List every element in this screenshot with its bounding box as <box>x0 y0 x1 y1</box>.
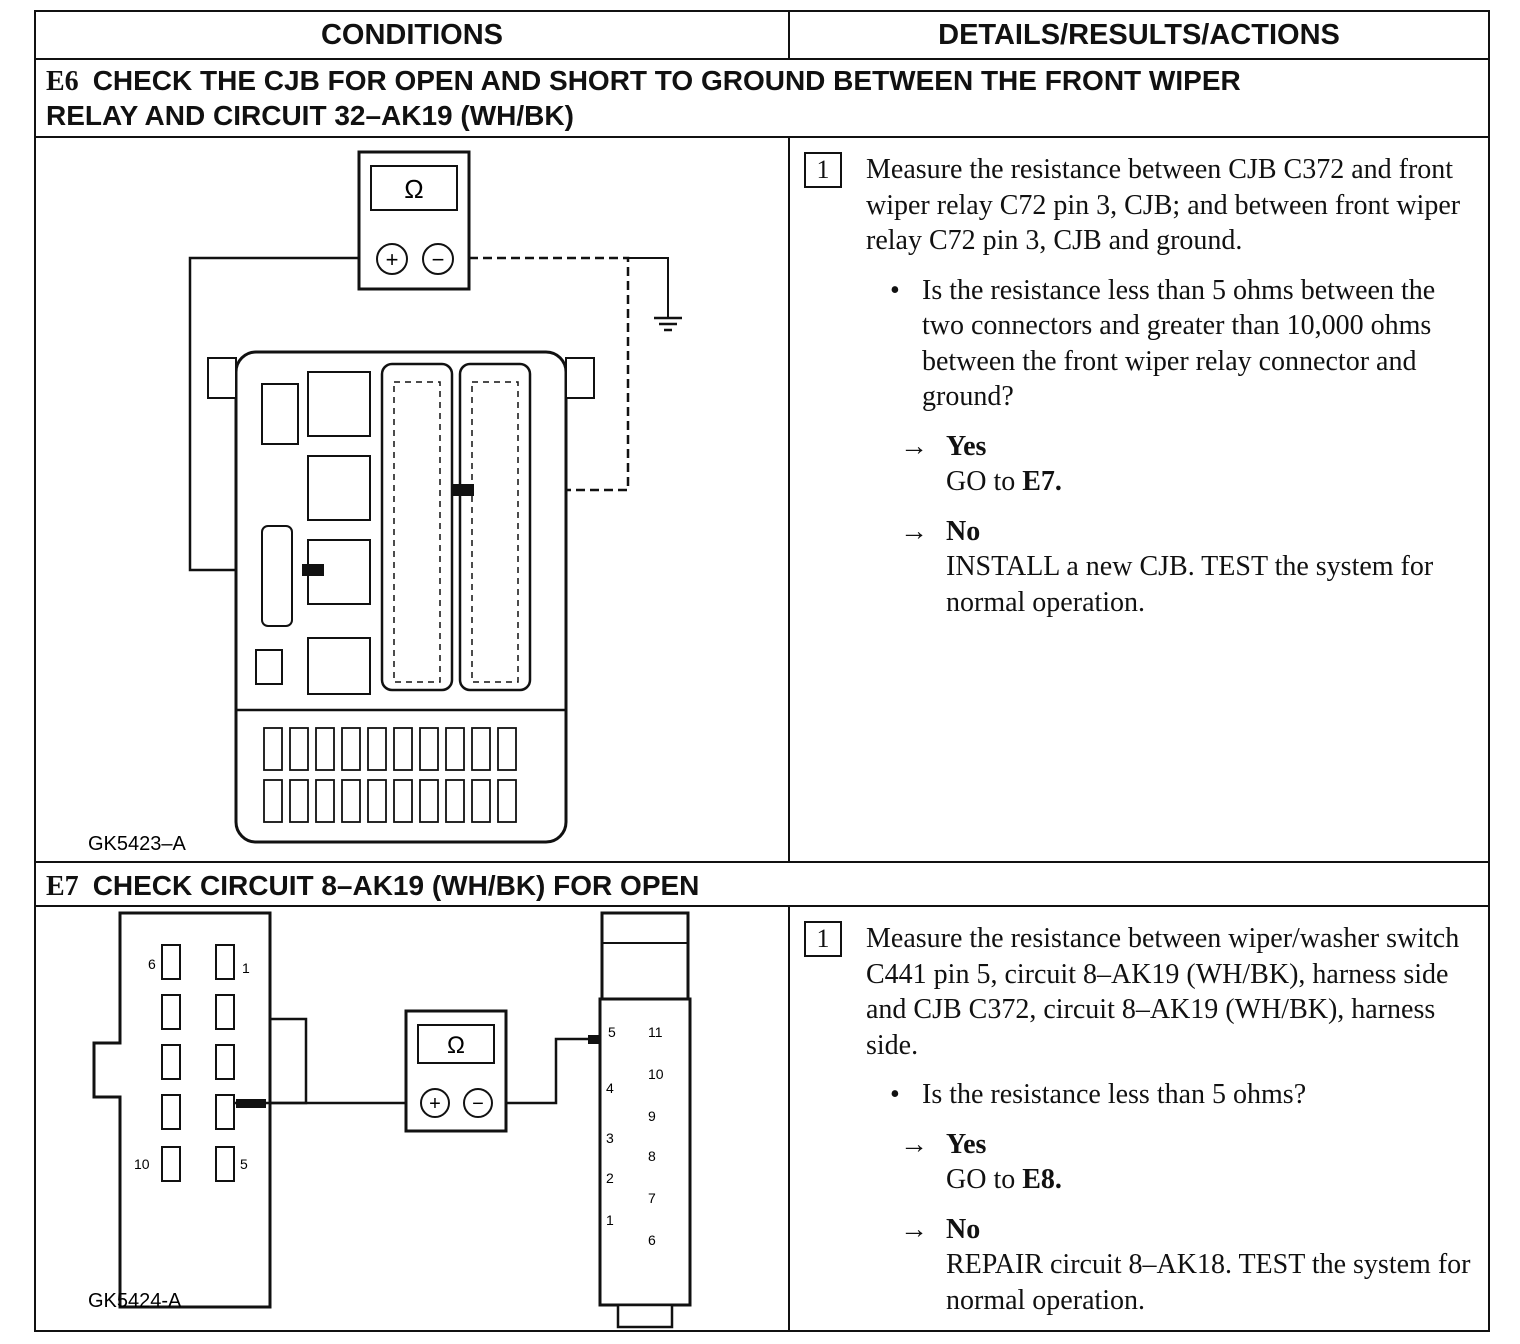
e7-step-id: E7 <box>46 871 79 902</box>
pin-label: 2 <box>606 1170 614 1186</box>
pin-label: 5 <box>608 1024 616 1040</box>
negative-lead <box>469 256 630 492</box>
arrow-right-icon: → <box>900 1213 928 1245</box>
pin-label: 6 <box>648 1232 656 1248</box>
pin-label: 1 <box>606 1212 614 1228</box>
e7-no-branch: → No REPAIR circuit 8–AK18. TEST the sys… <box>900 1212 1488 1319</box>
arrow-right-icon: → <box>900 515 928 547</box>
e7-yes-branch: → Yes GO to E8. <box>900 1127 1488 1198</box>
e6-details-panel: 1 Measure the resistance between CJB C37… <box>790 138 1488 861</box>
pin-label: 7 <box>648 1190 656 1206</box>
e7-no-label: No <box>946 1213 981 1245</box>
e7-figure-code: GK5424-A <box>88 1290 182 1312</box>
e6-no-label: No <box>946 515 981 547</box>
e7-question: • Is the resistance less than 5 ohms? <box>890 1077 1468 1113</box>
ground-lead <box>628 257 669 318</box>
pin-label: 9 <box>648 1108 656 1124</box>
minus-terminal: − <box>432 247 445 272</box>
pin-label: 11 <box>648 1024 663 1040</box>
e6-title-line2: RELAY AND CIRCUIT 32–AK19 (WH/BK) <box>46 100 574 131</box>
e6-step-id: E6 <box>46 66 79 97</box>
e6-no-branch: → No INSTALL a new CJB. TEST the system … <box>900 514 1488 621</box>
pin-label: 4 <box>606 1080 614 1096</box>
e7-yes-label: Yes <box>946 1128 987 1160</box>
e6-figure-panel: Ω + − <box>36 138 790 861</box>
e6-question: • Is the resistance less than 5 ohms bet… <box>890 273 1468 415</box>
e6-no-action: INSTALL a new CJB. TEST the system for n… <box>946 551 1434 618</box>
pin-label: 10 <box>134 1156 150 1172</box>
plus-terminal: + <box>429 1093 441 1115</box>
pin-label: 1 <box>242 960 250 976</box>
e7-instruction: Measure the resistance between wiper/was… <box>866 923 1460 1061</box>
ohmmeter-icon: Ω + − <box>404 1009 508 1133</box>
switch-connector-c441: 6 1 10 5 <box>92 911 272 1309</box>
e7-details-panel: 1 Measure the resistance between wiper/w… <box>790 907 1488 1332</box>
plus-terminal: + <box>386 247 399 272</box>
e7-step-number: 1 <box>804 921 842 957</box>
bullet-icon: • <box>890 274 900 306</box>
pin-label: 10 <box>648 1066 664 1082</box>
e7-yes-action-target: E8. <box>1022 1164 1062 1195</box>
e6-yes-label: Yes <box>946 430 987 462</box>
e6-yes-action-prefix: GO to <box>946 466 1023 497</box>
e7-figure-panel: 6 1 10 5 Ω + − <box>36 907 790 1332</box>
jumper-wire <box>270 1017 308 1105</box>
ground-icon <box>654 316 682 332</box>
e6-instruction: Measure the resistance between CJB C372 … <box>866 154 1461 256</box>
pin-label: 5 <box>240 1156 248 1172</box>
ohm-symbol: Ω <box>447 1032 465 1059</box>
e6-figure-code: GK5423–A <box>88 833 187 855</box>
details-header: DETAILS/RESULTS/ACTIONS <box>938 18 1340 51</box>
cjb-body <box>207 350 595 844</box>
arrow-right-icon: → <box>900 1128 928 1160</box>
pin-label: 8 <box>648 1148 656 1164</box>
ohm-symbol: Ω <box>404 174 423 204</box>
ohmmeter-icon: Ω + − <box>357 150 471 291</box>
e6-question-text: Is the resistance less than 5 ohms betwe… <box>922 274 1436 413</box>
e7-title: E7 CHECK CIRCUIT 8–AK19 (WH/BK) FOR OPEN <box>36 861 1488 907</box>
arrow-right-icon: → <box>900 430 928 462</box>
e7-no-action: REPAIR circuit 8–AK18. TEST the system f… <box>946 1249 1471 1316</box>
e6-title: E6 CHECK THE CJB FOR OPEN AND SHORT TO GR… <box>36 58 1488 138</box>
pin-label: 6 <box>148 956 156 972</box>
minus-terminal: − <box>472 1093 484 1115</box>
e6-yes-branch: → Yes GO to E7. <box>900 429 1488 500</box>
cjb-connector-c372: 5 4 3 2 1 11 10 9 8 7 6 <box>598 911 692 1329</box>
bullet-icon: • <box>890 1079 900 1110</box>
e6-step-number: 1 <box>804 152 842 188</box>
conditions-header: CONDITIONS <box>36 12 790 58</box>
e6-title-line1: CHECK THE CJB FOR OPEN AND SHORT TO GROU… <box>92 65 1241 96</box>
e7-circuit-diagram: 6 1 10 5 Ω + − <box>88 911 692 1329</box>
e6-yes-action-target: E7. <box>1022 466 1062 497</box>
e7-yes-action: GO to E8. <box>946 1162 1488 1198</box>
e7-title-text: CHECK CIRCUIT 8–AK19 (WH/BK) FOR OPEN <box>92 870 700 901</box>
pin-label: 3 <box>606 1130 614 1146</box>
e7-question-text: Is the resistance less than 5 ohms? <box>922 1079 1307 1110</box>
e6-cjb-diagram: Ω + − <box>88 150 682 855</box>
e6-yes-action: GO to E7. <box>946 464 1488 500</box>
e7-yes-action-prefix: GO to <box>946 1164 1023 1195</box>
table-header: CONDITIONS DETAILS/RESULTS/ACTIONS <box>36 12 1488 60</box>
